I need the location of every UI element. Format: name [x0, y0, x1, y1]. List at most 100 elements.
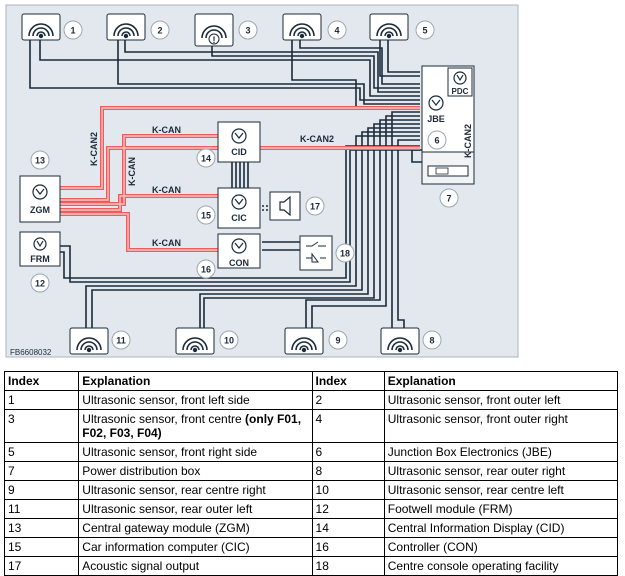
explanation-text: Ultrasonic sensor, rear outer left — [82, 502, 253, 516]
number-badge-3: 3 — [238, 20, 258, 40]
control-unit-icon — [35, 188, 45, 195]
sensor-3-center-mark: ! — [213, 35, 216, 45]
badge-number: 9 — [335, 336, 340, 346]
con-label: CON — [229, 258, 249, 268]
badge-circle — [327, 20, 347, 40]
badge-number: 7 — [446, 194, 451, 204]
index-cell: 6 — [311, 442, 385, 462]
jbe-label: JBE — [427, 114, 445, 124]
explanation-text: Power distribution box — [82, 464, 201, 478]
diagram-canvas: ! — [5, 4, 519, 358]
index-cell: 9 — [3, 480, 80, 500]
index-cell: 13 — [3, 518, 80, 538]
ultrasonic-sensor-2-icon — [106, 13, 146, 41]
ultrasonic-sensor-8-icon — [380, 327, 420, 355]
control-unit-icon — [234, 242, 244, 249]
index-cell: 1 — [3, 390, 80, 410]
index-cell: 17 — [3, 556, 80, 576]
number-badge-8: 8 — [422, 330, 442, 350]
zgm-label: ZGM — [30, 205, 50, 215]
number-badge-1: 1 — [63, 20, 83, 40]
control-unit-icon — [431, 99, 441, 106]
badge-number: 17 — [310, 202, 320, 212]
control-unit-icon — [36, 240, 44, 248]
badge-circle — [335, 243, 355, 263]
explanation-cell: Centre console operating facility — [383, 556, 619, 576]
badge-number: 6 — [434, 136, 439, 146]
header-explanation-1: Explanation — [78, 371, 313, 391]
badge-circle — [328, 330, 348, 350]
number-badge-9: 9 — [328, 330, 348, 350]
number-badge-14: 14 — [196, 148, 216, 168]
number-badge-17: 17 — [305, 196, 325, 216]
kcan-label-cic: K-CAN — [152, 185, 181, 195]
control-unit-icon — [234, 132, 244, 139]
index-cell: 12 — [311, 499, 385, 519]
badge-number: 4 — [334, 26, 339, 36]
speaker-17-icon — [262, 191, 301, 221]
explanation-cell: Ultrasonic sensor, front outer right — [383, 409, 619, 443]
explanation-text: Ultrasonic sensor, front left side — [82, 393, 250, 407]
index-cell: 15 — [3, 537, 80, 557]
kcan2-label-jbe: K-CAN2 — [300, 134, 334, 144]
explanation-cell: Power distribution box — [78, 461, 313, 481]
ultrasonic-sensor-5-icon — [369, 13, 409, 41]
explanation-text: Ultrasonic sensor, front centre — [82, 412, 246, 426]
number-badge-13: 13 — [30, 150, 50, 170]
cid-module: CID — [217, 121, 261, 163]
badge-circle — [30, 273, 50, 293]
header-index-1: Index — [3, 371, 80, 391]
header-explanation-2: Explanation — [383, 371, 619, 391]
badge-number: 8 — [429, 336, 434, 346]
explanation-cell: Ultrasonic sensor, rear centre right — [78, 480, 313, 500]
kcan2-label-zgm: K-CAN2 — [89, 132, 99, 166]
explanation-text: Central gateway module (ZGM) — [82, 521, 250, 535]
badge-circle — [305, 196, 325, 216]
explanation-cell: Ultrasonic sensor, front centre (only F0… — [78, 409, 313, 443]
index-cell: 11 — [3, 499, 80, 519]
index-cell: 2 — [311, 390, 385, 410]
table-header-row: Index Explanation Index Explanation — [3, 371, 619, 391]
header-index-2: Index — [311, 371, 385, 391]
index-cell: 14 — [311, 518, 385, 538]
badge-circle — [196, 205, 216, 225]
badge-circle — [63, 20, 83, 40]
index-cell: 16 — [311, 537, 385, 557]
number-badge-2: 2 — [150, 20, 170, 40]
cid-label: CID — [231, 147, 247, 157]
badge-number: 3 — [245, 26, 250, 36]
badge-circle — [196, 148, 216, 168]
badge-circle — [415, 20, 435, 40]
number-badge-15: 15 — [196, 205, 216, 225]
badge-circle — [111, 330, 131, 350]
cic-label: CIC — [231, 213, 247, 223]
control-unit-icon — [456, 74, 464, 82]
frm-label: FRM — [30, 254, 50, 264]
number-badge-18: 18 — [335, 243, 355, 263]
ultrasonic-sensor-4-icon — [282, 13, 322, 41]
explanation-cell: Ultrasonic sensor, front right side — [78, 442, 313, 462]
ultrasonic-sensor-10-icon — [175, 327, 215, 355]
explanation-cell: Ultrasonic sensor, rear centre left — [383, 480, 619, 500]
k-can-bus — [60, 100, 466, 252]
rear-sensors — [69, 327, 420, 355]
number-badge-11: 11 — [111, 330, 131, 350]
explanation-note: (only F01, F02, F03, F04) — [82, 412, 302, 440]
explanation-cell: Junction Box Electronics (JBE) — [383, 442, 619, 462]
explanation-cell: Controller (CON) — [383, 537, 619, 557]
explanation-cell: Acoustic signal output — [78, 556, 313, 576]
explanation-cell: Ultrasonic sensor, rear outer right — [383, 461, 619, 481]
explanation-cell: Ultrasonic sensor, front outer left — [383, 390, 619, 410]
badge-circle — [238, 20, 258, 40]
ultrasonic-sensor-3-icon: ! — [194, 13, 234, 47]
badge-circle — [196, 259, 216, 279]
number-badge-10: 10 — [219, 330, 239, 350]
explanation-cell: Central Information Display (CID) — [383, 518, 619, 538]
